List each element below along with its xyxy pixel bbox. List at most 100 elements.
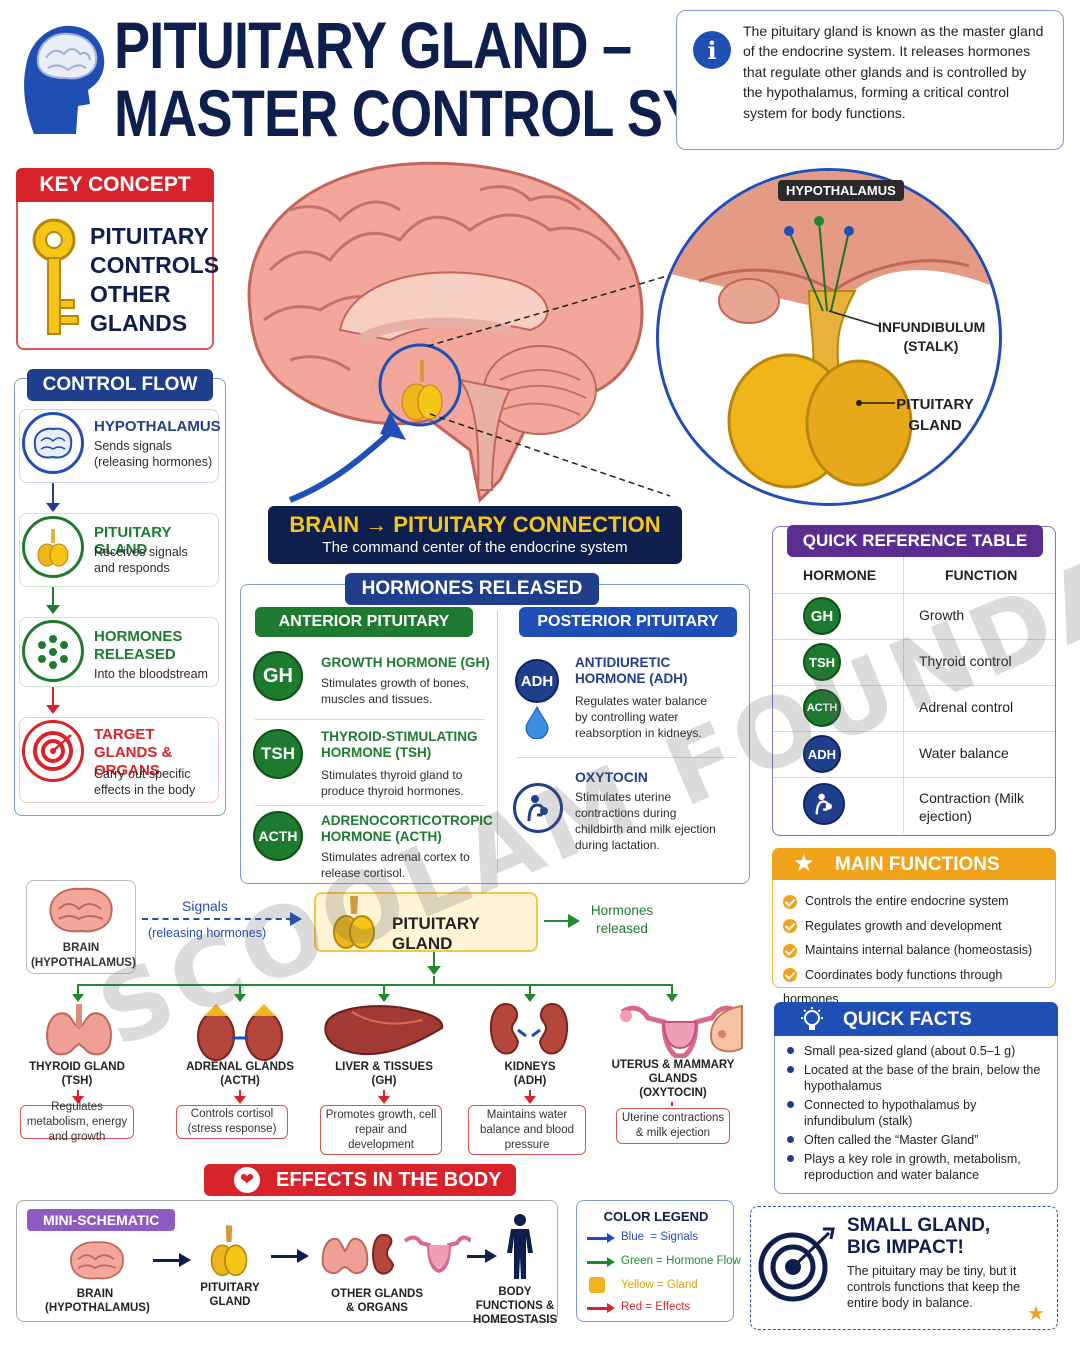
target-name: ADRENAL GLANDS [186,1061,294,1073]
hormones-header: HORMONES RELEASED [345,573,599,605]
legend-swatch-yellow [589,1277,605,1293]
connection-subtitle: The command center of the endocrine syst… [322,539,628,556]
flow-pituitary-box: PITUITARY GLAND [314,892,538,953]
control-step-hypothalamus: HYPOTHALAMUS Sends signals (releasing ho… [19,409,221,483]
step-title: HORMONES RELEASED [94,628,183,663]
anterior-divider [255,719,485,720]
signals-sublabel: (releasing hormones) [148,926,267,940]
header-brain-icon [14,14,110,138]
zoom-connector-lines [427,273,675,497]
released-label: Hormones released [590,903,654,936]
control-step-pituitary: PITUITARY GLAND Receives signals and res… [19,513,219,587]
quick-ref-card: QUICK REFERENCE TABLE HORMONE FUNCTION G… [772,525,1056,836]
mini-step-pituitary: PITUITARY GLAND [200,1282,260,1308]
mother-baby-icon [513,783,563,833]
step-desc: Receives signals and responds [94,545,188,575]
adh-name: ANTIDIURETIC HORMONE (ADH) [575,655,688,686]
brain-icon [22,412,84,474]
target-arrowhead [234,994,246,1002]
pituitary-icon [22,516,84,578]
legend-head-blue [607,1233,615,1243]
effect-arrow [383,1090,385,1100]
thyroid-icon [44,1004,114,1065]
impact-text: The pituitary may be tiny, but it contro… [847,1264,1021,1310]
table-row-line [773,685,1055,686]
main-function-item: Controls the entire endocrine system [783,889,1053,914]
down-arrow-blue [52,483,54,509]
legend-header: COLOR LEGEND [603,1209,709,1224]
posterior-header: POSTERIOR PITUITARY [519,607,737,637]
down-arrowhead-blue [46,503,60,512]
mini-arrowhead-3 [485,1249,497,1263]
mini-brain-icon [65,1239,129,1290]
effects-banner-label: EFFECTS IN THE BODY [276,1169,502,1191]
target-arrowhead [378,994,390,1002]
hormone-dots-icon [22,620,84,682]
step-desc: Carry out specific effects in the body [94,767,196,797]
col-header-hormone: HORMONE [803,567,877,583]
water-drop-icon [524,705,550,744]
gh-badge: GH [253,651,303,701]
target-abbr: (GH) [371,1075,397,1087]
down-arrowhead-green [46,605,60,614]
table-function-oxytocin: Contraction (Milk ejection) [919,790,1025,824]
anterior-divider [255,805,485,806]
fact-item: Located at the base of the brain, below … [787,1062,1049,1094]
key-concept-text: PITUITARY CONTROLS OTHER GLANDS [90,222,219,338]
flow-brain-box: BRAIN (HYPOTHALAMUS) [26,880,136,974]
table-hormone-tsh: TSH [803,643,841,681]
check-icon [783,943,797,958]
fact-item: Plays a key role in growth, metabolism, … [787,1151,1049,1183]
legend-head-red [607,1303,615,1313]
impact-card: SMALL GLAND, BIG IMPACT! The pituitary m… [750,1206,1058,1330]
bullet-icon [787,1136,794,1143]
bullet-icon [787,1047,794,1054]
key-icon [28,214,84,343]
acth-desc: Stimulates adrenal cortex to release cor… [321,850,470,880]
distribution-stem [433,952,435,970]
tsh-badge: TSH [253,729,303,779]
down-arrowhead-red [46,705,60,714]
control-step-targets: TARGET GLANDS & ORGANS Carry out specifi… [19,717,219,803]
target-dart-icon [757,1225,835,1308]
mini-pituitary-icon [209,1223,249,1286]
target-effect: Regulates metabolism, energy and growth [20,1101,134,1143]
legend-head-green [607,1257,615,1267]
table-col-divider [903,557,904,833]
control-step-hormones: HORMONES RELEASED Into the bloodstream [19,617,219,687]
impact-title-2: BIG IMPACT! [847,1237,964,1258]
liver-icon [322,1000,446,1065]
info-text: The pituitary gland is known as the mast… [743,23,1044,121]
mini-step-brain: BRAIN (HYPOTHALAMUS) [45,1288,150,1314]
kidneys-icon [486,1000,572,1065]
zoom-label-infundibulum: INFUNDIBULUM (STALK) [878,319,986,354]
tsh-name: THYROID-STIMULATING HORMONE (TSH) [321,729,478,760]
fact-item: Connected to hypothalamus by infundibulu… [787,1097,1049,1129]
quick-facts-card: QUICK FACTS Small pea-sized gland (about… [774,1002,1058,1194]
legend-swatch-green [587,1261,609,1264]
zoom-label-pituitary: PITUITARY GLAND [896,396,974,434]
target-arrow [383,984,385,996]
tsh-desc: Stimulates thyroid gland to produce thyr… [321,768,464,798]
target-abbr: (TSH) [61,1075,93,1087]
legend-swatch-blue [587,1237,609,1240]
table-function-adh: Water balance [919,745,1009,761]
mini-schematic-header: MINI-SCHEMATIC [27,1209,176,1231]
table-hormone-oxytocin-icon [803,783,845,825]
small-brain-icon [45,885,117,944]
flow-brain-label: BRAIN (HYPOTHALAMUS) [31,942,136,969]
effect-arrowhead [524,1096,536,1104]
key-concept-line-1: PITUITARY [90,223,209,249]
color-legend-card: COLOR LEGEND Blue = Signals Green = Horm… [576,1200,741,1322]
zoom-circle [656,168,1002,506]
step-title: PITUITARY GLAND [94,524,172,558]
heart-icon: ❤ [234,1167,260,1193]
effect-arrow [529,1090,531,1100]
legend-red: Red = Effects [621,1301,691,1313]
table-function-gh: Growth [919,607,965,623]
acth-badge: ACTH [253,811,303,861]
main-functions-list: Controls the entire endocrine system Reg… [783,889,1053,1012]
step-title: TARGET GLANDS & ORGANS [94,726,173,779]
key-concept-line-3: OTHER [90,281,171,307]
target-kidneys: KIDNEYS (ADH) Maintains water balance an… [462,984,592,1155]
